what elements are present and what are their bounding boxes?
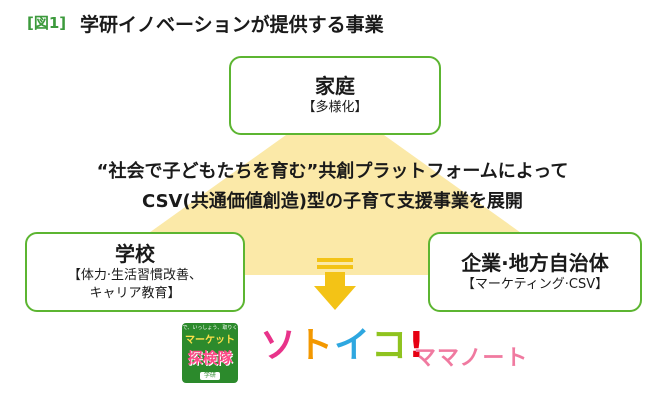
figure-title: 学研イノベーションが提供する事業	[80, 14, 384, 36]
home-box: 家庭 【多様化】	[229, 56, 441, 135]
sotoiko-logo: ソトイコ!	[260, 328, 425, 364]
tanken-tagline: みんなで、いっしょう、取りくむよ。	[167, 325, 253, 331]
school-title: 学校	[115, 241, 155, 266]
business-subtitle: 【マーケティング·CSV】	[461, 276, 609, 292]
school-box: 学校 【体力·生活習慣改善、 キャリア教育】	[25, 232, 245, 312]
home-title: 家庭	[315, 74, 355, 99]
tanken-publisher: 学研	[199, 371, 220, 380]
business-title: 企業·地方自治体	[461, 250, 609, 275]
mama-note-logo: ママノート	[414, 346, 529, 371]
sotoiko-char: ソ	[260, 325, 298, 366]
school-subtitle-2: キャリア教育】	[89, 285, 181, 301]
tanken-line-2: 探検隊	[187, 349, 233, 368]
sotoiko-char: イ	[334, 325, 372, 366]
triangle-shape	[90, 100, 580, 275]
business-box: 企業·地方自治体 【マーケティング·CSV】	[428, 232, 642, 312]
market-tanken-logo: みんなで、いっしょう、取りくむよ。 マーケット 探検隊 学研	[168, 323, 252, 383]
sotoiko-char: !	[408, 325, 426, 366]
school-subtitle-1: 【体力·生活習慣改善、	[67, 267, 203, 283]
home-subtitle: 【多様化】	[302, 100, 368, 116]
sotoiko-char: ト	[297, 325, 335, 366]
center-line-2: CSV(共通価値創造)型の子育て支援事業を展開	[142, 191, 523, 212]
tanken-line-1: マーケット	[185, 335, 235, 347]
down-arrow-icon	[314, 258, 356, 310]
center-line-1: “社会で子どもたちを育む”共創プラットフォームによって	[96, 161, 569, 182]
sotoiko-char: コ	[371, 325, 409, 366]
figure-label: [図1]	[27, 14, 67, 32]
